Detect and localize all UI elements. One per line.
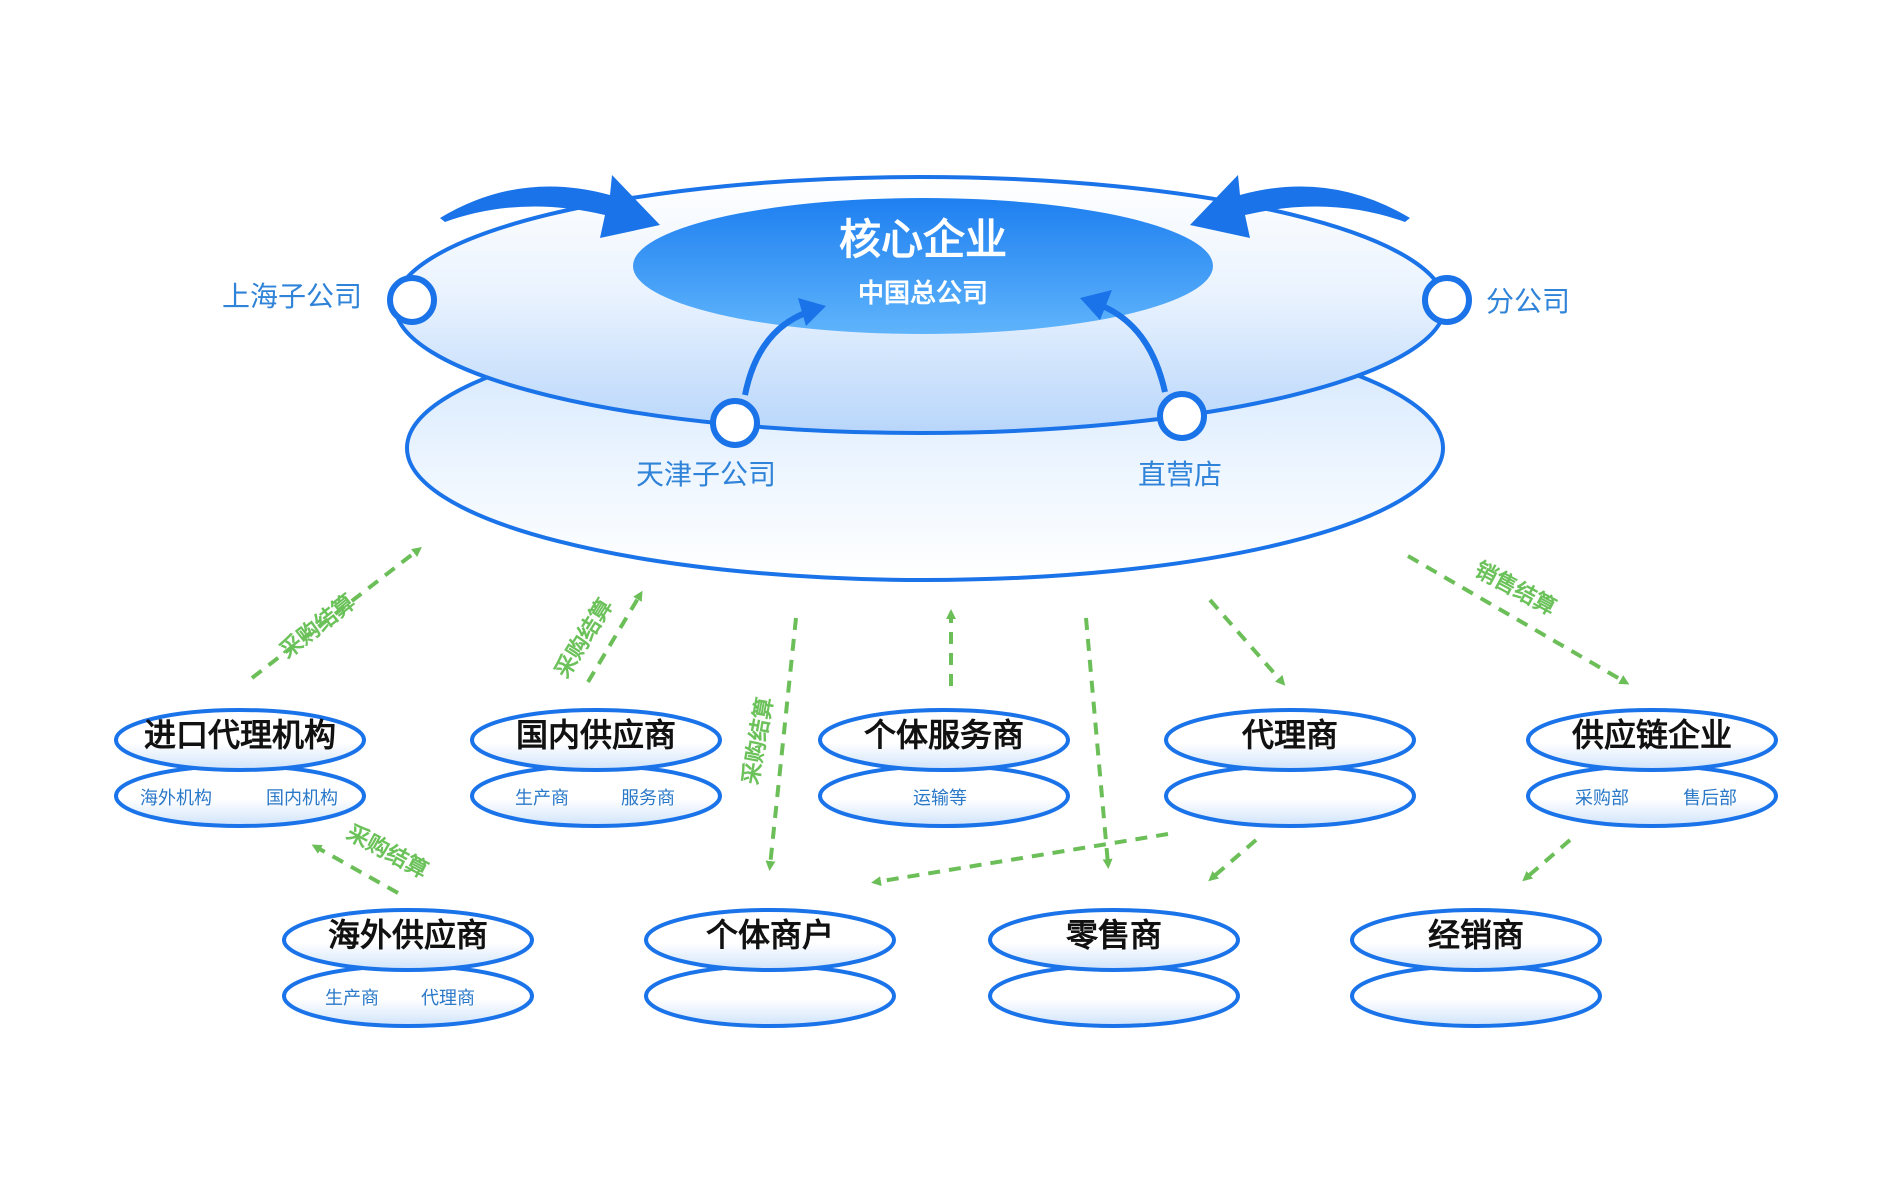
node-overseas-supplier: 海外供应商 生产商 代理商 [282,908,534,1028]
node-sub-label: 生产商 [515,788,569,809]
flow-arrow [586,590,643,684]
flow-label-purchase: 采购结算 [342,820,432,884]
tianjin-arrow-head [798,298,826,326]
node-disk-top [818,708,1070,772]
shanghai-node [387,275,437,325]
node-title: 国内供应商 [516,716,676,754]
node-supply-chain: 供应链企业 采购部 售后部 [1526,708,1778,828]
node-retailer: 零售商 [988,908,1240,1028]
node-disk-top [1350,908,1602,972]
node-individual-service: 个体服务商 运输等 [818,708,1070,828]
node-disk-bottom [470,764,722,828]
right-curved-arrow [1190,175,1410,238]
node-domestic-supplier: 国内供应商 生产商 服务商 [470,708,722,828]
node-distributor: 经销商 [1350,908,1602,1028]
node-disk-bottom [282,964,534,1028]
left-curved-arrow [440,175,660,238]
node-sub-label: 代理商 [421,988,475,1009]
node-disk-bottom [644,964,896,1028]
flow-arrow [871,832,1169,887]
node-import-agency: 进口代理机构 海外机构 国内机构 [114,708,366,828]
core-platform: 核心企业 中国总公司 上海子公司 分公司 天津子公司 直营店 [222,175,1570,582]
branch-node [1422,275,1472,325]
branch-label-direct-store: 直营店 [1138,458,1222,491]
flow-arrows [250,546,1630,895]
node-title: 海外供应商 [328,916,488,954]
node-disk-top [470,708,722,772]
node-individual-merchant: 个体商户 [644,908,896,1028]
flow-arrow [1522,838,1572,882]
node-sub-label: 国内机构 [266,788,338,809]
node-disk-bottom [1350,964,1602,1028]
flow-arrow [1208,598,1286,686]
node-disk-top [644,908,896,972]
node-title: 代理商 [1241,716,1338,754]
node-title: 进口代理机构 [144,716,336,754]
node-sub-label: 售后部 [1683,788,1737,809]
node-agent: 代理商 [1164,708,1416,828]
node-title: 经销商 [1428,916,1524,954]
flow-arrow [250,546,422,680]
node-disk-top [1526,708,1778,772]
node-disk-bottom [1164,764,1416,828]
flow-label-purchase: 采购结算 [550,594,619,682]
direct-store-node [1157,391,1207,441]
tianjin-node [710,398,760,448]
flow-arrow [311,844,399,895]
node-disk-top [1164,708,1416,772]
core-subtitle: 中国总公司 [858,279,988,309]
flow-label-purchase: 采购结算 [275,589,360,664]
node-title: 个体商户 [706,916,834,954]
node-sub-label: 采购部 [1575,788,1629,809]
flow-arrow [1208,838,1258,882]
node-disk-bottom [988,964,1240,1028]
node-title: 供应链企业 [1572,716,1732,754]
branch-label-shanghai: 上海子公司 [222,280,362,313]
store-arrow-head [1080,290,1112,320]
flow-arrow [765,617,798,871]
node-sub-label: 海外机构 [140,788,212,809]
node-sub-label: 生产商 [325,988,379,1009]
node-disk-top [282,908,534,972]
node-title: 个体服务商 [864,716,1024,754]
node-sub-label: 服务商 [621,788,675,809]
node-title: 零售商 [1066,916,1162,954]
branch-label-fengongsi: 分公司 [1486,285,1570,318]
node-sub-label: 运输等 [913,788,967,809]
tianjin-curved-arrow [742,309,810,396]
branch-label-tianjin: 天津子公司 [636,458,776,491]
flow-label-sales: 销售结算 [1470,557,1560,621]
flow-label-purchase: 采购结算 [738,695,779,786]
core-title: 核心企业 [839,215,1007,264]
core-center-ellipse [633,198,1213,334]
node-disk-bottom [1526,764,1778,828]
node-disk-top [988,908,1240,972]
node-disk-top [114,708,366,772]
flow-arrow [1084,617,1113,869]
store-curved-arrow [1098,302,1168,393]
